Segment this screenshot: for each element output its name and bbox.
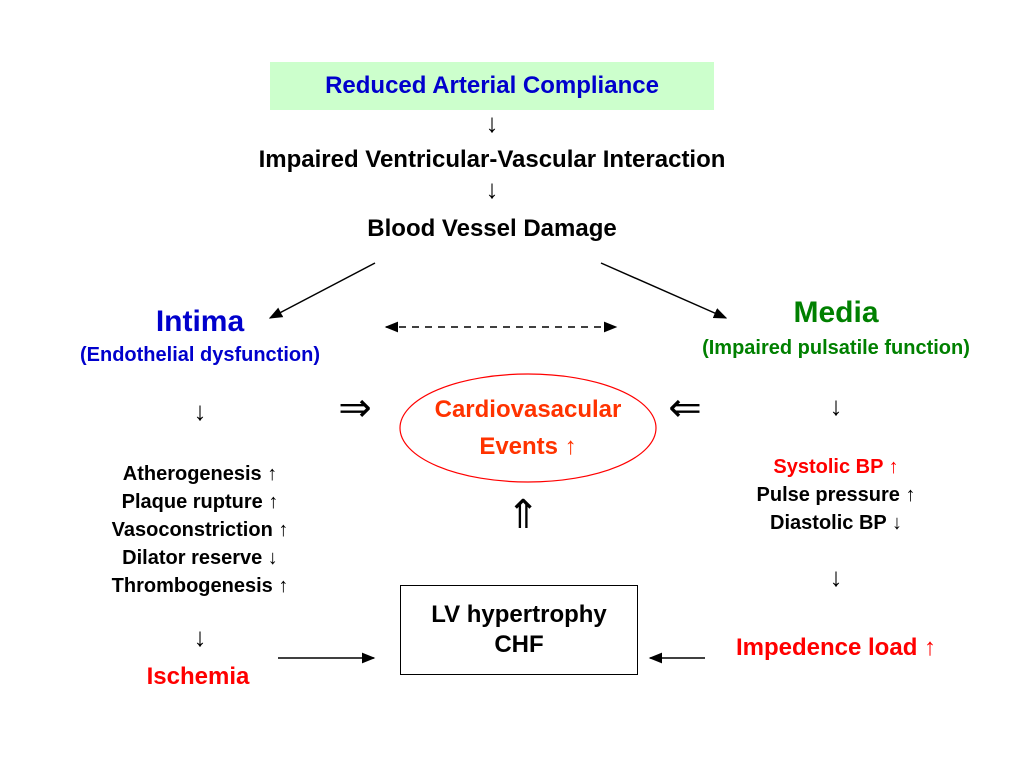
intima-down-arrow-2: ↓ — [193, 622, 207, 652]
intima-to-events-arrow: ⇒ — [338, 386, 372, 430]
intima-subtitle: (Endothelial dysfunction) — [80, 344, 320, 366]
reduced-compliance-text: Reduced Arterial Compliance — [325, 72, 659, 99]
ischemia-text: Ischemia — [146, 663, 250, 690]
media-effect-diastolic-bp: Diastolic BP ↓ — [770, 512, 902, 534]
intima-title: Intima — [155, 305, 245, 338]
intima-effect-thrombogenesis: Thrombogenesis ↑ — [111, 575, 289, 597]
chf-text: CHF — [494, 631, 544, 658]
down-arrow-1: ↓ — [485, 108, 499, 138]
damage-to-media-arrow — [600, 262, 728, 319]
media-down-arrow: ↓ — [829, 391, 843, 421]
intima-effect-atherogenesis: Atherogenesis ↑ — [122, 463, 278, 485]
media-effects-list: Systolic BP ↑ Pulse pressure ↑ Diastolic… — [696, 453, 976, 537]
down-arrow-2: ↓ — [485, 174, 499, 204]
media-to-events-arrow: ⇐ — [668, 386, 702, 430]
intima-effect-dilator-reserve: Dilator reserve ↓ — [122, 547, 278, 569]
events-ellipse — [399, 373, 657, 483]
media-subtitle: (Impaired pulsatile function) — [702, 337, 970, 359]
damage-to-intima-arrow — [268, 262, 376, 319]
intima-effect-plaque-rupture: Plaque rupture ↑ — [121, 491, 279, 513]
events-line-1: Cardiovasacular — [434, 396, 622, 423]
impedence-load-text: Impedence load ↑ — [735, 634, 937, 661]
media-title: Media — [793, 296, 879, 329]
blood-vessel-damage-text: Blood Vessel Damage — [367, 215, 617, 242]
intima-effect-vasoconstriction: Vasoconstriction ↑ — [111, 519, 289, 541]
intima-down-arrow: ↓ — [193, 396, 207, 426]
impaired-interaction-text: Impaired Ventricular-Vascular Interactio… — [258, 146, 726, 173]
lv-hypertrophy-box: LV hypertrophy CHF — [400, 585, 638, 675]
events-line-2: Events ↑ — [479, 433, 577, 460]
media-effect-pulse-pressure: Pulse pressure ↑ — [756, 484, 916, 506]
reduced-compliance-box: Reduced Arterial Compliance — [270, 62, 714, 110]
media-down-arrow-2: ↓ — [829, 562, 843, 592]
lv-to-events-arrow: ⇑ — [506, 493, 540, 537]
intima-effects-list: Atherogenesis ↑ Plaque rupture ↑ Vasocon… — [60, 460, 340, 600]
lv-hypertrophy-text: LV hypertrophy — [431, 601, 607, 628]
media-effect-systolic-bp: Systolic BP ↑ — [773, 456, 899, 478]
